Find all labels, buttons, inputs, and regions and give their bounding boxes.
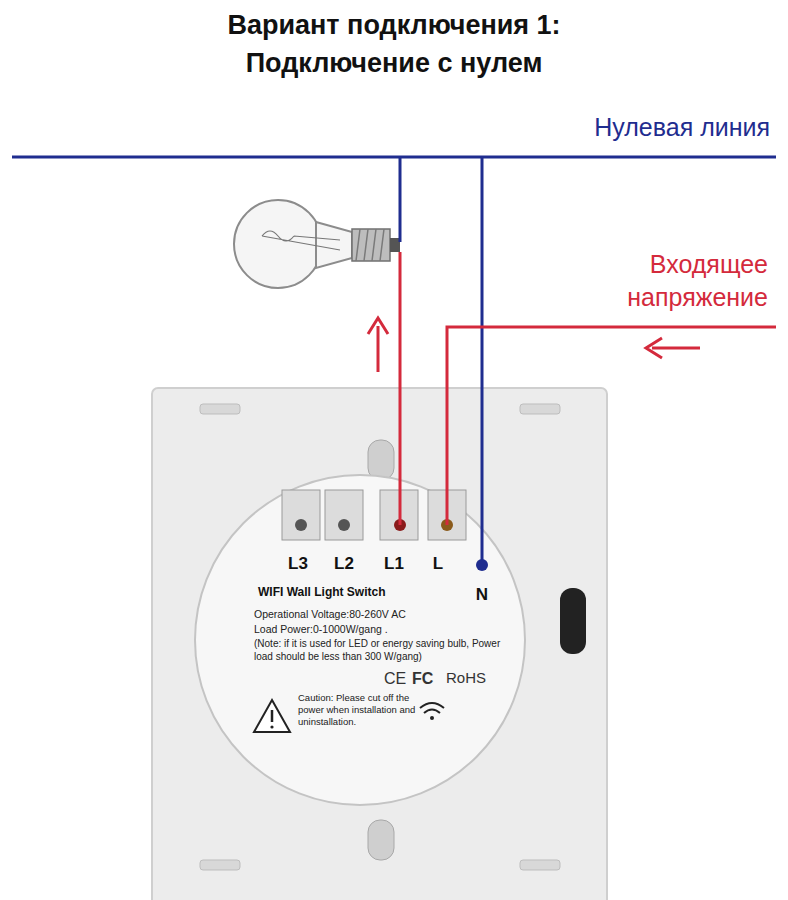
plate-tab: [520, 404, 560, 414]
wifi-icon: [424, 710, 440, 714]
terminal-label: L: [433, 553, 443, 574]
rocker-button: [560, 588, 586, 654]
spec-text: Operational Voltage:80-260V AC: [254, 608, 406, 621]
flow-arrow: [652, 347, 700, 350]
terminal-label: L2: [334, 553, 354, 574]
terminal-screw: [295, 519, 307, 531]
bulb-neck: [316, 222, 352, 268]
product-name: WIFI Wall Light Switch: [258, 585, 386, 600]
spec-text: Load Power:0-1000W/gang .: [254, 623, 388, 636]
wifi-icon: [430, 716, 434, 720]
terminal-label: N: [476, 584, 488, 605]
bulb-filament: [262, 231, 340, 250]
caution-text: Caution: Please cut off the power when i…: [298, 692, 416, 728]
switch-plate: [152, 388, 607, 900]
load-wire: [399, 252, 402, 525]
line-label: Входящее напряжение: [553, 248, 768, 313]
neutral-wire: [399, 157, 402, 242]
neutral-wire: [481, 157, 484, 565]
line-label: Нулевая линия: [594, 112, 770, 143]
wifi-icon: [420, 703, 444, 708]
terminal-block: [282, 490, 320, 540]
bulb-base: [352, 229, 390, 261]
warning-icon: [254, 700, 290, 732]
terminal-label: L1: [384, 553, 404, 574]
flow-arrow: [368, 318, 388, 334]
terminal-block: [325, 490, 363, 540]
plate-tab: [200, 860, 240, 870]
terminal-screw: [338, 519, 350, 531]
note-text: (Note: if it is used for LED or energy s…: [254, 638, 506, 663]
cert-mark: CE: [384, 669, 406, 689]
terminal-dot: [476, 559, 488, 571]
flow-arrow: [646, 338, 662, 358]
live-wire: [447, 327, 776, 525]
mount-slot: [368, 440, 394, 480]
housing-disc: [195, 475, 525, 805]
bulb-thread: [356, 229, 384, 261]
warning-icon: [270, 725, 273, 728]
warning-icon: [271, 710, 274, 722]
plate-tab: [520, 860, 560, 870]
cert-mark: RoHS: [446, 669, 486, 688]
mount-slot: [368, 820, 394, 860]
flow-arrow: [377, 326, 380, 372]
neutral-line: [12, 156, 776, 159]
plate-tab: [200, 404, 240, 414]
diagram-title: Вариант подключения 1: Подключение с нул…: [184, 6, 604, 83]
cert-mark: FC: [412, 669, 433, 689]
terminal-label: L3: [288, 553, 308, 574]
